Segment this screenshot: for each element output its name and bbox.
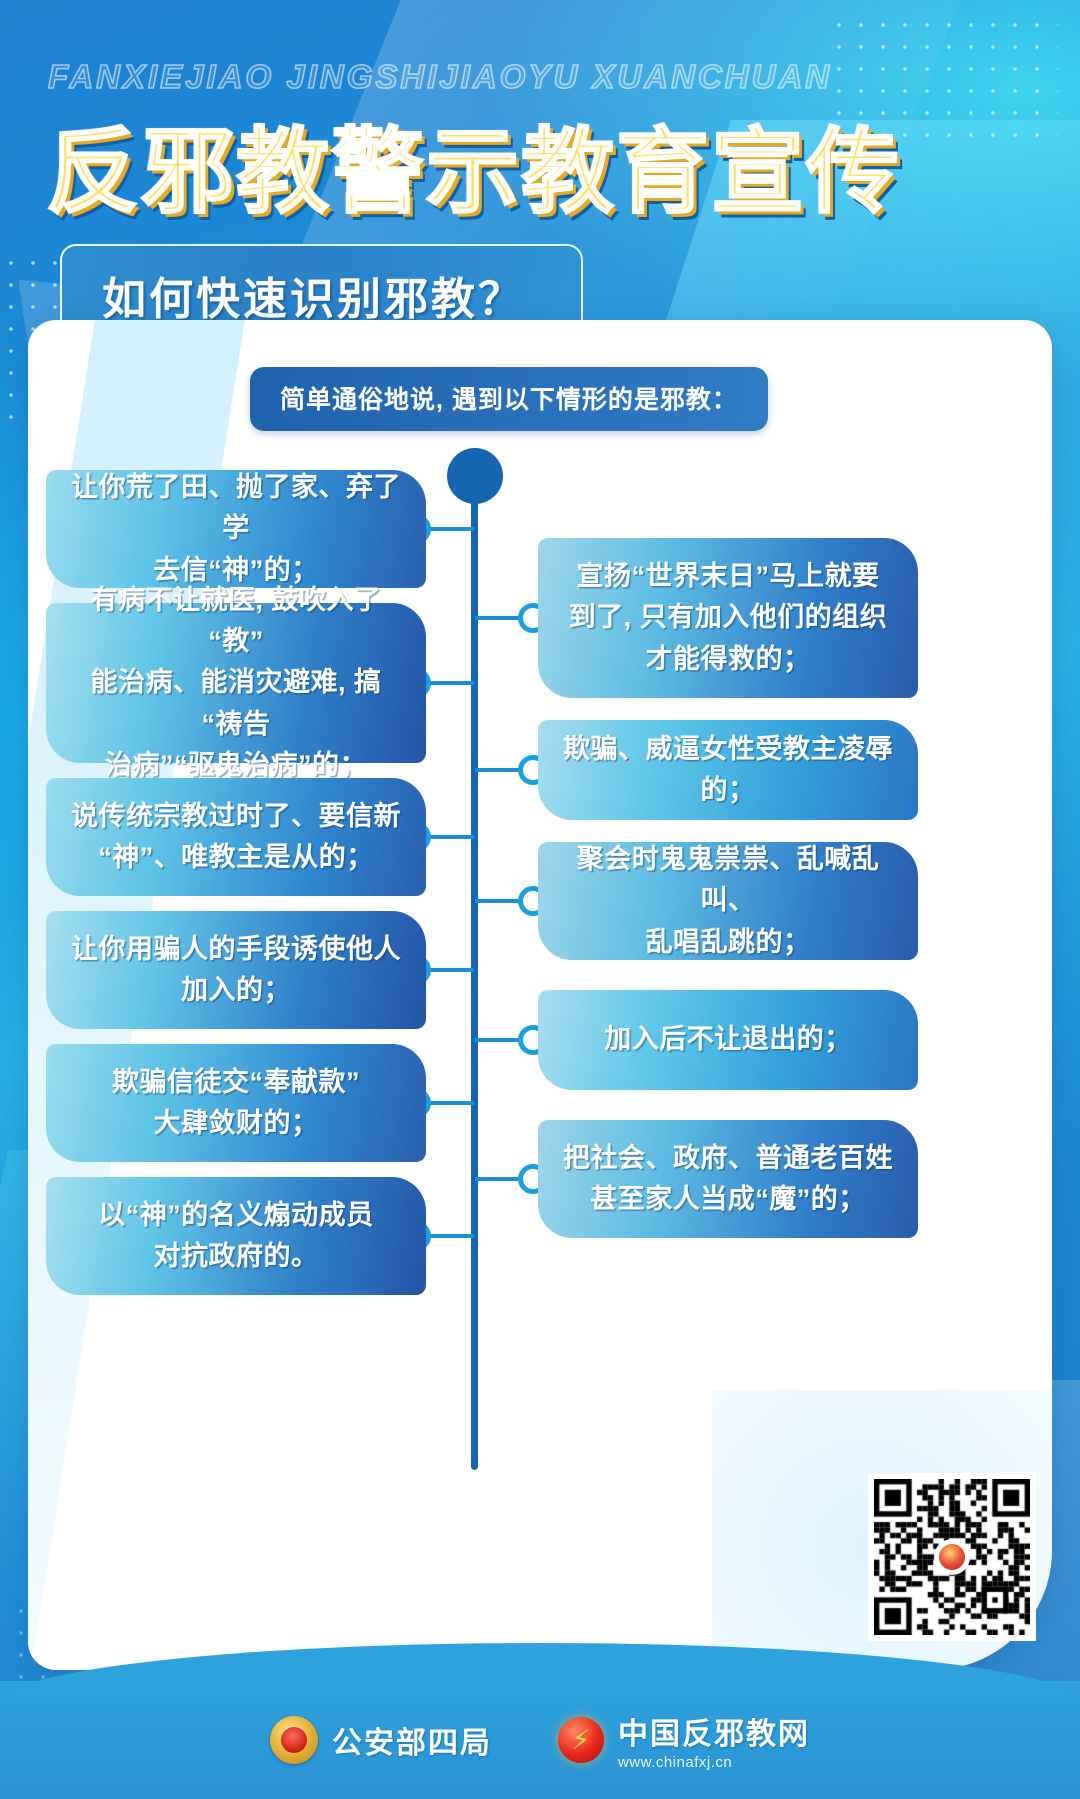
page-title: 反邪教警示教育宣传 (45, 119, 901, 225)
intro-banner: 简单通俗地说, 遇到以下情形的是邪教： (250, 367, 768, 431)
card-text: 欺骗、威逼女性受教主凌辱的； (563, 733, 893, 805)
footer-org2-url: www.chinafxj.cn (618, 1754, 733, 1771)
card-text: 有病不让就医, 鼓吹入了“教” 能治病、能消灾避难, 搞“祷告 治病”“驱鬼治病… (90, 585, 382, 780)
chinafxj-logo-icon: ⚡ (558, 1717, 604, 1763)
qr-code[interactable] (868, 1473, 1036, 1641)
card-text: 宣扬“世界末日”马上就要 到了, 只有加入他们的组织 才能得救的； (568, 561, 888, 674)
timeline-tick-right (475, 768, 533, 772)
police-emblem-icon (270, 1716, 318, 1764)
timeline-tick-left (416, 527, 474, 531)
footer-org-police: 公安部四局 (270, 1716, 492, 1764)
left-card-1: 让你荒了田、抛了家、弃了学 去信“神”的； (46, 470, 426, 588)
timeline-tick-right (475, 616, 533, 620)
right-card-3: 聚会时鬼鬼祟祟、乱喊乱叫、 乱唱乱跳的； (538, 842, 918, 960)
timeline-tick-left (416, 1234, 474, 1238)
footer-org2-label: 中国反邪教网 (618, 1718, 810, 1751)
card-text: 加入后不让退出的； (604, 1024, 852, 1055)
timeline-tick-right (475, 1038, 533, 1042)
timeline-tick-right (475, 1177, 533, 1181)
card-text: 欺骗信徒交“奉献款” 大肆敛财的； (112, 1066, 360, 1138)
right-card-1: 宣扬“世界末日”马上就要 到了, 只有加入他们的组织 才能得救的； (538, 538, 918, 698)
timeline-tick-left (416, 1101, 474, 1105)
left-card-5: 欺骗信徒交“奉献款” 大肆敛财的； (46, 1044, 426, 1162)
qr-center-logo-icon (934, 1539, 970, 1575)
timeline-tick-left (416, 835, 474, 839)
card-text: 聚会时鬼鬼祟祟、乱喊乱叫、 乱唱乱跳的； (576, 844, 880, 957)
left-card-3: 说传统宗教过时了、要信新 “神”、唯教主是从的； (46, 778, 426, 896)
card-text: 让你荒了田、抛了家、弃了学 去信“神”的； (71, 472, 401, 585)
footer-bar: 公安部四局 ⚡ 中国反邪教网 www.chinafxj.cn (0, 1643, 1080, 1799)
card-text: 说传统宗教过时了、要信新 “神”、唯教主是从的； (71, 800, 401, 872)
card-text: 把社会、政府、普通老百姓 甚至家人当成“魔”的； (563, 1142, 893, 1214)
content-panel: 简单通俗地说, 遇到以下情形的是邪教： 让你荒了田、抛了家、弃了学 去信“神”的… (28, 320, 1052, 1670)
left-card-4: 让你用骗人的手段诱使他人 加入的； (46, 911, 426, 1029)
right-card-5: 把社会、政府、普通老百姓 甚至家人当成“魔”的； (538, 1120, 918, 1238)
timeline-spine (471, 448, 478, 1470)
timeline-tick-left (416, 681, 474, 685)
footer-org2-block: 中国反邪教网 www.chinafxj.cn (618, 1709, 810, 1771)
left-card-6: 以“神”的名义煽动成员 对抗政府的。 (46, 1177, 426, 1295)
footer-org1-label: 公安部四局 (332, 1727, 492, 1760)
timeline-tick-right (475, 899, 533, 903)
right-card-2: 欺骗、威逼女性受教主凌辱的； (538, 720, 918, 820)
card-text: 以“神”的名义煽动成员 对抗政府的。 (98, 1199, 374, 1271)
left-card-2: 有病不让就医, 鼓吹入了“教” 能治病、能消灾避难, 搞“祷告 治病”“驱鬼治病… (46, 585, 426, 780)
timeline-tick-left (416, 968, 474, 972)
footer-org-chinafxj: ⚡ 中国反邪教网 www.chinafxj.cn (558, 1709, 810, 1771)
pinyin-subtitle: FANXIEJIAO JINGSHIJIAOYU XUANCHUAN (47, 57, 833, 96)
right-card-4: 加入后不让退出的； (538, 990, 918, 1090)
card-text: 让你用骗人的手段诱使他人 加入的； (71, 933, 401, 1005)
